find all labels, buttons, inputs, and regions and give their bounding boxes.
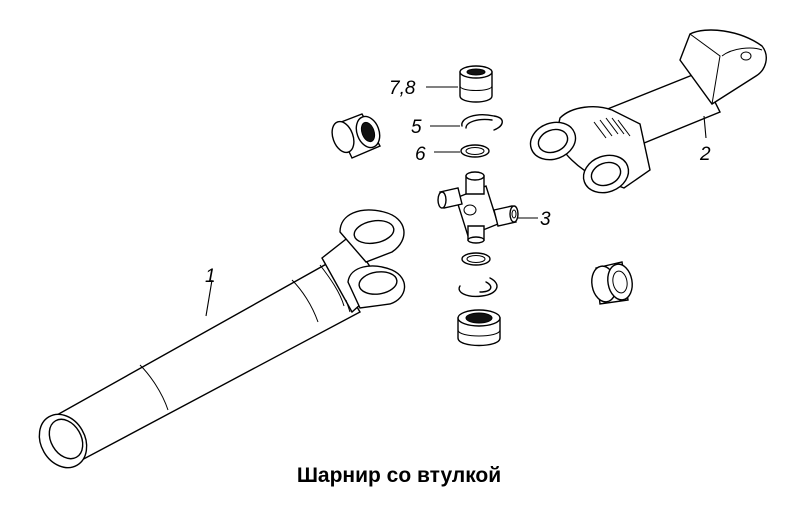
snap-ring-lower — [458, 277, 498, 298]
snap-ring-part-5 — [461, 114, 503, 131]
bearing-right — [591, 261, 633, 305]
callout-1: 1 — [205, 266, 216, 287]
diagram-caption: Шарнир со втулкой — [296, 464, 502, 487]
callout-6: 6 — [415, 144, 426, 165]
shaft-part-1 — [38, 209, 406, 469]
o-ring-lower — [461, 252, 491, 266]
callout-7-8: 7,8 — [389, 78, 416, 99]
yoke-part-2 — [529, 29, 767, 194]
callout-2: 2 — [699, 144, 711, 165]
o-ring-part-6 — [460, 144, 490, 158]
cap-part-7-8 — [459, 65, 493, 103]
callout-3: 3 — [540, 209, 551, 230]
bearing-upper-left — [331, 113, 381, 159]
cross-part-3 — [437, 171, 519, 244]
leader-lines — [205, 86, 707, 317]
bearing-cup-lower — [457, 309, 501, 347]
callout-5: 5 — [411, 117, 422, 138]
